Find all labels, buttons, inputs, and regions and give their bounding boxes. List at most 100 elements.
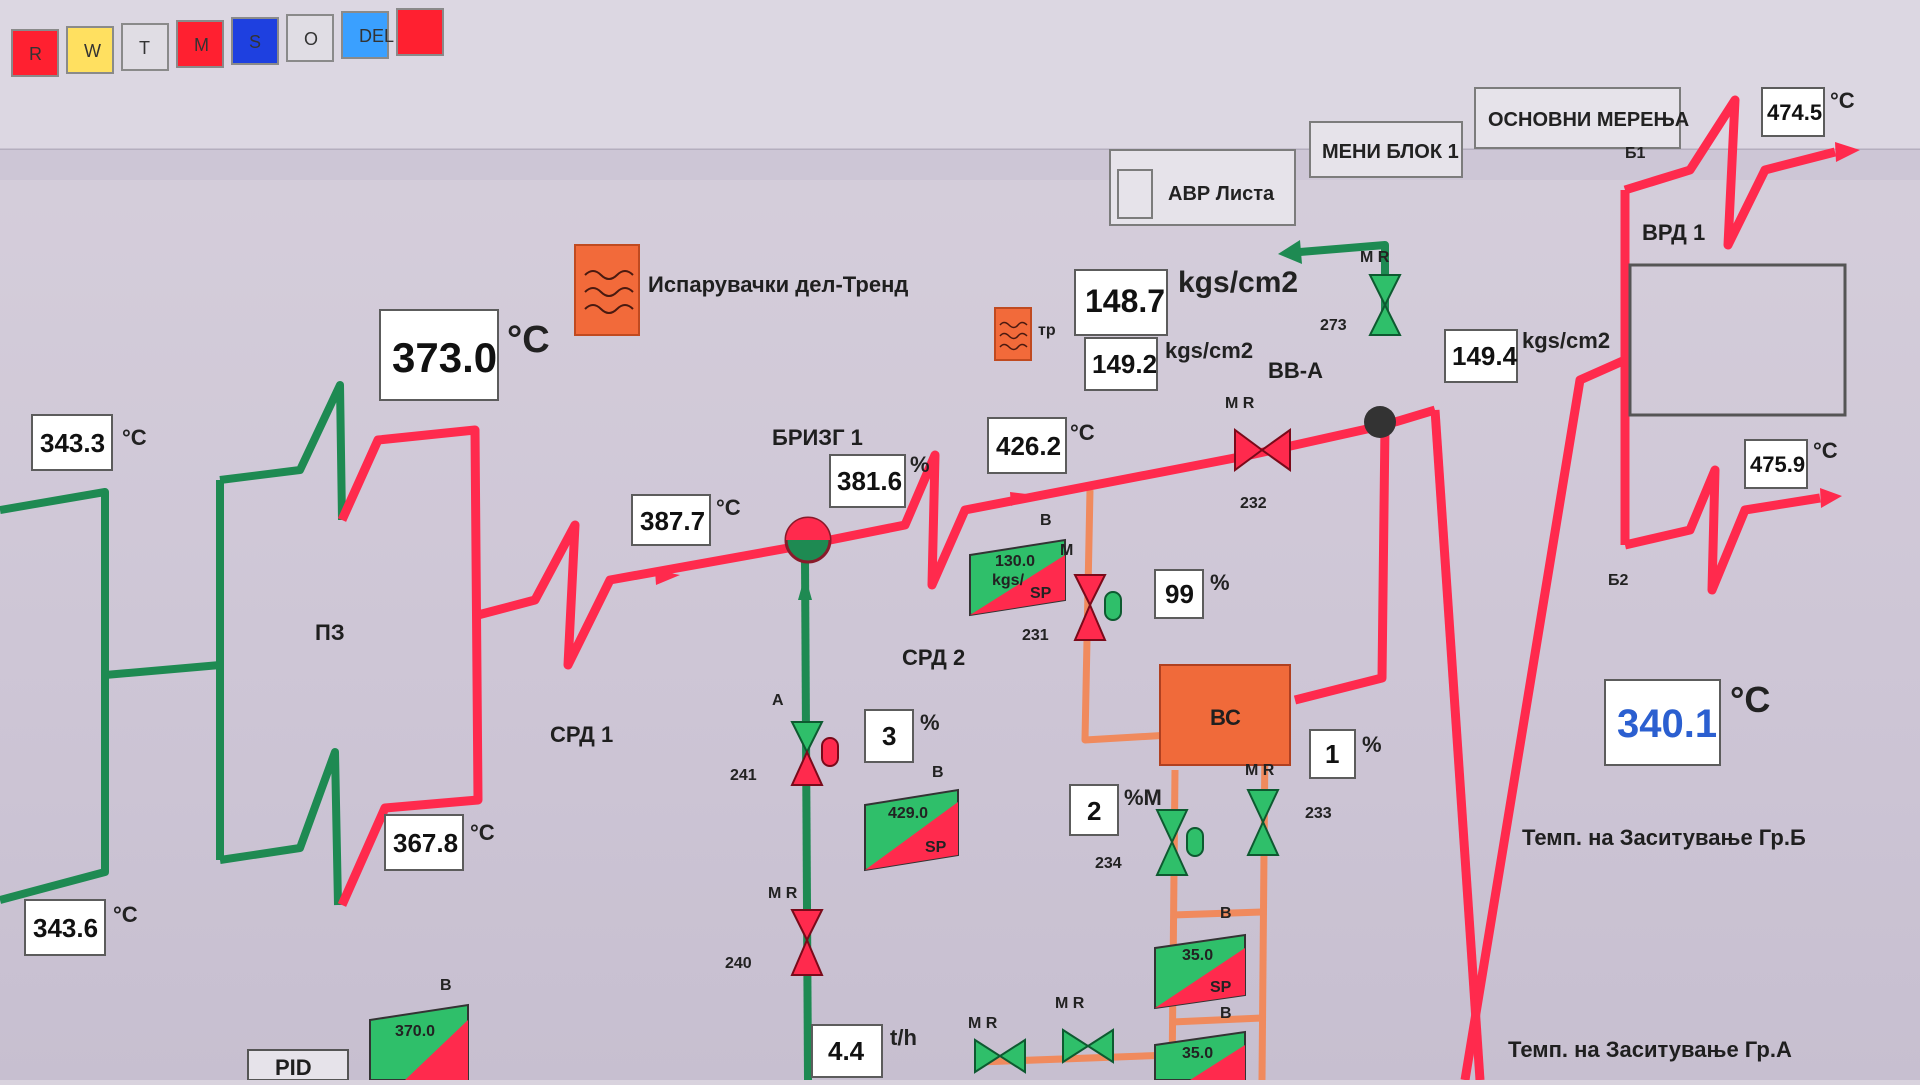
valve-br-left-icon[interactable]: [1062, 1028, 1090, 1064]
valve-br-right-icon[interactable]: [1086, 1028, 1114, 1064]
b1-label: Б1: [1625, 145, 1646, 162]
temp-387-value: 387.7: [640, 506, 705, 536]
green-pipework: [0, 241, 1389, 1081]
status-swatch[interactable]: W: [66, 26, 114, 74]
temp-left-bottom-unit: °C: [113, 902, 138, 927]
label-b-orange-1: B: [1220, 905, 1232, 922]
status-swatch-box[interactable]: [66, 26, 114, 74]
label-mr-bottom-left: M R: [968, 1015, 998, 1032]
status-swatch[interactable]: R: [11, 29, 59, 77]
pct-3-value: 3: [882, 721, 896, 751]
valve-bottom-right[interactable]: [1062, 1028, 1114, 1064]
controller-35a-sp: SP: [1210, 979, 1232, 996]
label-b-controller-370: B: [440, 977, 452, 994]
status-swatch-box[interactable]: [121, 23, 169, 71]
pid-button[interactable]: PID: [247, 1049, 349, 1081]
status-swatch[interactable]: M: [176, 20, 224, 68]
small-trend-button[interactable]: тр: [994, 307, 1056, 361]
vs-vessel-body[interactable]: [1159, 664, 1291, 766]
valve-241-top-icon[interactable]: [790, 721, 824, 755]
evaporator-trend-button[interactable]: Испарувачки дел-Тренд: [574, 244, 908, 336]
valve-240-top-icon[interactable]: [790, 909, 824, 943]
valve-232-right-icon[interactable]: [1260, 428, 1291, 472]
arrow-flow-srd1-icon: [655, 570, 680, 585]
valve-231-actuator-icon[interactable]: [1104, 591, 1122, 621]
valve-241[interactable]: [790, 721, 839, 786]
status-swatch[interactable]: DEL: [341, 11, 394, 59]
status-swatch[interactable]: O: [286, 14, 334, 62]
valve-241-actuator-icon[interactable]: [821, 737, 839, 767]
arrow-flow-srd2-icon: [1010, 492, 1035, 506]
valve-bottom-left[interactable]: [974, 1038, 1026, 1074]
status-swatch-box[interactable]: [11, 29, 59, 77]
controller-429[interactable]: 429.0 SP: [864, 788, 959, 872]
label-b-controller-429: B: [932, 764, 944, 781]
status-swatch-box[interactable]: [231, 17, 279, 65]
pressure-149-4-readout: 149.4: [1444, 329, 1518, 383]
avr-checkbox[interactable]: [1117, 169, 1153, 219]
status-swatch-box[interactable]: [176, 20, 224, 68]
status-swatch-box[interactable]: [286, 14, 334, 62]
pct-2-readout: 2: [1069, 784, 1119, 836]
pipe-orange-231: [1081, 489, 1171, 744]
valve-241-bottom-icon[interactable]: [790, 749, 824, 786]
valve-273-top-icon[interactable]: [1368, 274, 1402, 308]
controller-370[interactable]: 370.0: [369, 1003, 469, 1081]
valve-234-actuator-icon[interactable]: [1186, 827, 1204, 857]
brizg1-label: БРИЗГ 1: [772, 425, 863, 450]
valve-231-top-icon[interactable]: [1073, 574, 1107, 608]
controller-35b[interactable]: 35.0: [1154, 1030, 1246, 1081]
temp-387-unit: °C: [716, 495, 741, 520]
valve-231[interactable]: [1073, 574, 1122, 641]
status-swatch-box[interactable]: [341, 11, 389, 59]
valve-273[interactable]: [1368, 274, 1402, 336]
pct-3-unit: %: [920, 710, 940, 735]
vs-vessel[interactable]: ВС: [1159, 664, 1291, 766]
pz-label: ПЗ: [315, 620, 345, 645]
valve-233-top-icon[interactable]: [1246, 789, 1280, 825]
status-swatch[interactable]: S: [231, 17, 279, 65]
valve-234-top-icon[interactable]: [1155, 809, 1189, 845]
valve-bl-right-icon[interactable]: [998, 1038, 1026, 1074]
pid-label: PID: [275, 1055, 312, 1080]
status-swatch-box[interactable]: [396, 8, 444, 56]
pipe-red-srd1: [476, 520, 806, 670]
controller-35a[interactable]: 35.0 SP: [1154, 933, 1246, 1010]
valve-234[interactable]: [1155, 809, 1204, 876]
pressure-148-value: 148.7: [1085, 283, 1165, 319]
trend-icon[interactable]: [574, 244, 640, 336]
valve-240[interactable]: [790, 909, 824, 976]
status-swatch[interactable]: [396, 8, 444, 56]
avr-list-button[interactable]: АВР Листа: [1109, 149, 1296, 226]
valve-bl-left-icon[interactable]: [974, 1038, 1002, 1074]
valve-234-bottom-icon[interactable]: [1155, 839, 1189, 876]
pressure-149-2-unit: kgs/cm2: [1165, 338, 1253, 363]
label-mr-273: M R: [1360, 249, 1390, 266]
spray-mixer-half-icon: [786, 518, 830, 540]
temp-main-unit: °C: [507, 319, 550, 361]
valve-233[interactable]: [1246, 789, 1280, 856]
menu-block1-button[interactable]: МЕНИ БЛОК 1: [1309, 121, 1463, 178]
pressure-149-2-value: 149.2: [1092, 349, 1157, 379]
pipe-red-cross-a: [1430, 409, 1485, 1081]
saturation-temp-group-a-label: Темп. на Заситување Гр.А: [1508, 1037, 1792, 1062]
temp-367-value: 367.8: [393, 828, 458, 858]
temp-426-value: 426.2: [996, 431, 1061, 461]
pct-2-unit: %M: [1124, 785, 1162, 810]
srd1-label: СРД 1: [550, 722, 613, 747]
status-swatch[interactable]: T: [121, 23, 169, 71]
controller-130[interactable]: 130.0 kgs/ SP: [969, 538, 1066, 617]
flow-readout: 4.4: [811, 1024, 883, 1078]
valve-241-tag: 241: [730, 767, 757, 784]
valve-240-bottom-icon[interactable]: [790, 937, 824, 976]
pressure-149-4-value: 149.4: [1452, 341, 1518, 371]
main-measurements-button[interactable]: ОСНОВНИ МЕРЕЊА: [1474, 87, 1689, 149]
valve-232-left-icon[interactable]: [1234, 428, 1264, 472]
valve-232[interactable]: [1234, 428, 1291, 472]
valve-231-bottom-icon[interactable]: [1073, 602, 1107, 641]
controller-130-sp: SP: [1030, 585, 1052, 602]
valve-273-bottom-icon[interactable]: [1368, 302, 1402, 336]
temp-475-readout: 475.9: [1744, 439, 1808, 489]
valve-233-bottom-icon[interactable]: [1246, 819, 1280, 856]
